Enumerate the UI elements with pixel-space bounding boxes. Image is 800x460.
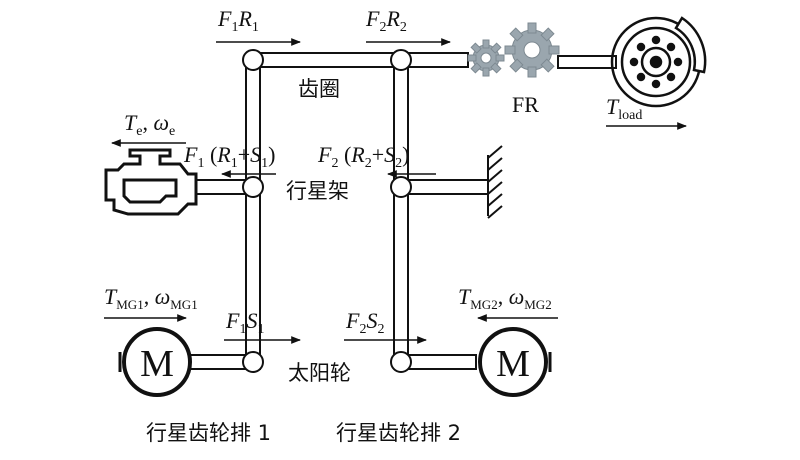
label-final-reducer: FR xyxy=(512,92,539,117)
node-carrier-2 xyxy=(390,176,412,198)
label-f2-r2-s2: F2 (R2+S2) xyxy=(317,142,409,171)
label-f2s2: F2S2 xyxy=(345,308,384,337)
label-carrier: 行星架 xyxy=(286,179,349,203)
node-ring-2 xyxy=(390,49,412,71)
node-carrier-1 xyxy=(242,176,264,198)
node-ring-1 xyxy=(242,49,264,71)
wheel-brake-icon xyxy=(610,16,707,108)
label-mg2-torque: TMG2, ωMG2 xyxy=(458,284,552,312)
ring-gear-shaft xyxy=(252,52,469,68)
motor-icon: M xyxy=(122,327,192,397)
label-f1s1: F1S1 xyxy=(225,308,264,337)
label-f1-r1-s1: F1 (R1+S1) xyxy=(183,142,275,171)
label-load-torque: Tload xyxy=(606,94,642,123)
label-f2r2: F2R2 xyxy=(365,6,407,35)
label-f1r1: F1R1 xyxy=(217,6,259,35)
ground-icon xyxy=(487,145,503,219)
motor-icon: M xyxy=(478,327,548,397)
label-sun-gear: 太阳轮 xyxy=(288,361,351,385)
label-mg1-torque: TMG1, ωMG1 xyxy=(104,284,198,312)
node-sun-2 xyxy=(390,351,412,373)
motor-1-letter: M xyxy=(140,343,174,385)
gear-icon xyxy=(467,22,560,78)
lever-row-2 xyxy=(393,59,409,361)
label-row-2: 行星齿轮排 2 xyxy=(336,421,461,445)
label-row-1: 行星齿轮排 1 xyxy=(146,421,271,445)
carrier-shaft-2 xyxy=(399,179,489,195)
force-arrows xyxy=(104,38,687,344)
output-shaft xyxy=(557,55,617,69)
motor-2-letter: M xyxy=(496,343,530,385)
node-sun-1 xyxy=(242,351,264,373)
label-ring-gear: 齿圈 xyxy=(298,77,340,101)
engine-icon xyxy=(104,148,198,216)
label-engine-torque: Te, ωe xyxy=(124,110,175,139)
